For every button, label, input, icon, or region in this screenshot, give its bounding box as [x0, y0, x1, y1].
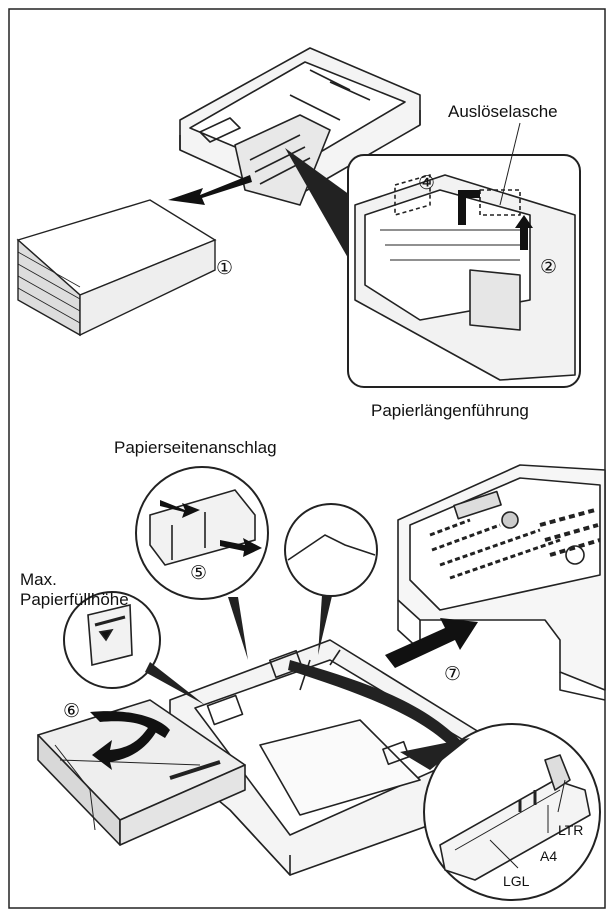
callout-pointer-side-stop [228, 597, 248, 660]
step-2: ② [540, 256, 558, 278]
label-release-tab: Auslöselasche [448, 102, 558, 121]
leader-release-tab [499, 122, 521, 206]
center-guide-detail [287, 534, 376, 561]
arrow-fold-curve [92, 725, 160, 770]
fax-machine [397, 464, 606, 701]
label-max-fill-2: Papierfüllhöhe [20, 590, 129, 609]
length-guide-detail [439, 754, 591, 881]
label-lgl: LGL [503, 873, 530, 889]
arrow-remove-paper [168, 175, 252, 205]
arrow-up-release [515, 215, 533, 250]
step-7: ⑦ [444, 663, 462, 685]
callout-wedge-length-guide-2 [288, 660, 460, 748]
paper-cassette-bottom [169, 639, 501, 876]
leader-ltr [557, 779, 566, 813]
arrow-slide-side-stop [220, 538, 262, 557]
step-5: ⑤ [190, 562, 208, 584]
callout-center-guide [284, 503, 378, 597]
arrow-slide-out [458, 190, 480, 225]
step-1: ① [216, 257, 234, 279]
leader-lgl [489, 839, 519, 869]
detail-callout-wedge [285, 148, 352, 265]
callout-pointer-max-fill [145, 662, 205, 705]
paper-stack [16, 199, 217, 337]
step-4: ④ [418, 172, 436, 194]
label-ltr: LTR [558, 822, 584, 838]
label-a4: A4 [540, 848, 558, 864]
arrow-fold-extension [90, 711, 170, 738]
tray-extension [37, 699, 246, 846]
callout-pointer-center-guide [318, 595, 332, 655]
arrow-press-side-stop [160, 500, 200, 518]
label-max-fill-1: Max. [20, 570, 57, 589]
step-6: ⑥ [63, 700, 81, 722]
label-length-guide: Papierlängenführung [371, 401, 529, 420]
outer-border [8, 8, 606, 909]
arrow-insert-cassette [385, 618, 478, 668]
max-fill-detail [87, 603, 133, 667]
label-side-stop: Papierseitenanschlag [114, 438, 277, 457]
